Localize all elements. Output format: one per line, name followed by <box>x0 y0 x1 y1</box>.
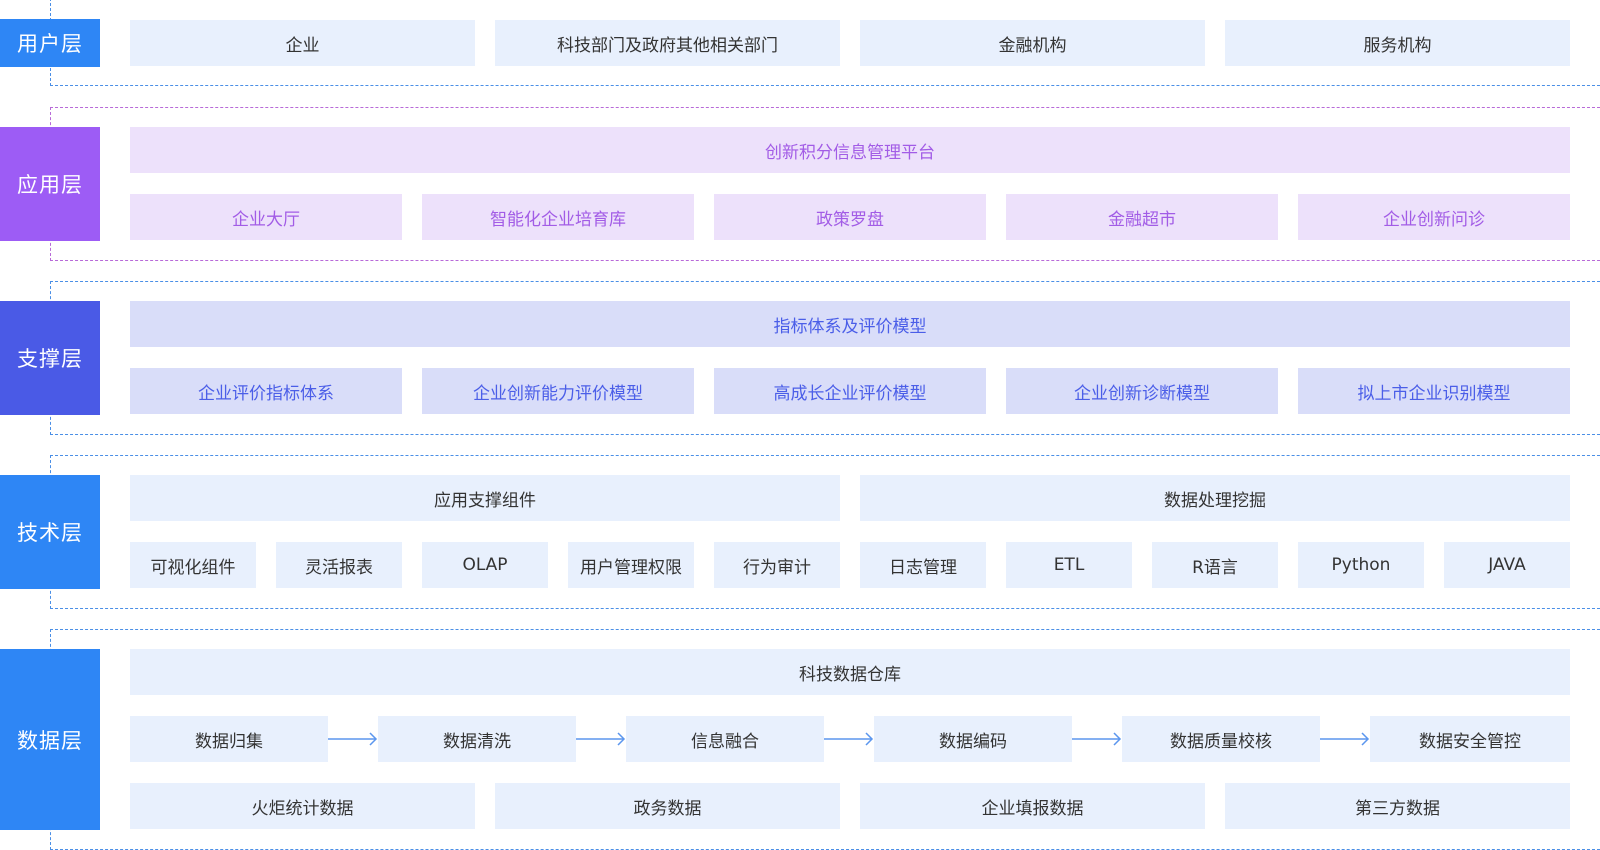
support-item: 企业评价指标体系 <box>130 368 402 414</box>
technology-item: 可视化组件 <box>130 542 256 588</box>
support-layer-label: 支撑层 <box>0 301 100 415</box>
technology-group-header: 数据处理挖掘 <box>860 475 1570 521</box>
data-source: 政务数据 <box>495 783 840 829</box>
technology-item: Python <box>1298 542 1424 588</box>
user-item: 金融机构 <box>860 20 1205 66</box>
technology-item: 行为审计 <box>714 542 840 588</box>
flow-arrow-icon <box>576 732 626 746</box>
application-platform-header: 创新积分信息管理平台 <box>130 127 1570 173</box>
technology-item: JAVA <box>1444 542 1570 588</box>
user-item: 服务机构 <box>1225 20 1570 66</box>
application-item: 金融超市 <box>1006 194 1278 240</box>
application-item: 企业大厅 <box>130 194 402 240</box>
flow-arrow-icon <box>1320 732 1370 746</box>
support-item: 企业创新能力评价模型 <box>422 368 694 414</box>
data-source: 火炬统计数据 <box>130 783 475 829</box>
support-item: 高成长企业评价模型 <box>714 368 986 414</box>
technology-item: R语言 <box>1152 542 1278 588</box>
technology-group-header: 应用支撑组件 <box>130 475 840 521</box>
data-flow-step: 数据归集 <box>130 716 328 762</box>
flow-arrow-icon <box>1072 732 1122 746</box>
flow-arrow-icon <box>328 732 378 746</box>
data-flow-step: 数据质量校核 <box>1122 716 1320 762</box>
support-model-header: 指标体系及评价模型 <box>130 301 1570 347</box>
user-layer-label: 用户层 <box>0 19 100 67</box>
data-flow-step: 数据安全管控 <box>1370 716 1570 762</box>
data-layer-label: 数据层 <box>0 649 100 830</box>
support-item: 企业创新诊断模型 <box>1006 368 1278 414</box>
technology-item: OLAP <box>422 542 548 588</box>
data-warehouse-header: 科技数据仓库 <box>130 649 1570 695</box>
support-item: 拟上市企业识别模型 <box>1298 368 1570 414</box>
technology-item: 日志管理 <box>860 542 986 588</box>
user-item: 企业 <box>130 20 475 66</box>
application-item: 政策罗盘 <box>714 194 986 240</box>
data-source: 第三方数据 <box>1225 783 1570 829</box>
flow-arrow-icon <box>824 732 874 746</box>
technology-item: 用户管理权限 <box>568 542 694 588</box>
technology-item: 灵活报表 <box>276 542 402 588</box>
application-item: 智能化企业培育库 <box>422 194 694 240</box>
application-layer-label: 应用层 <box>0 127 100 241</box>
technology-item: ETL <box>1006 542 1132 588</box>
application-item: 企业创新问诊 <box>1298 194 1570 240</box>
data-source: 企业填报数据 <box>860 783 1205 829</box>
user-item: 科技部门及政府其他相关部门 <box>495 20 840 66</box>
data-flow-step: 数据清洗 <box>378 716 576 762</box>
technology-layer-label: 技术层 <box>0 475 100 589</box>
data-flow-step: 数据编码 <box>874 716 1072 762</box>
data-flow-step: 信息融合 <box>626 716 824 762</box>
